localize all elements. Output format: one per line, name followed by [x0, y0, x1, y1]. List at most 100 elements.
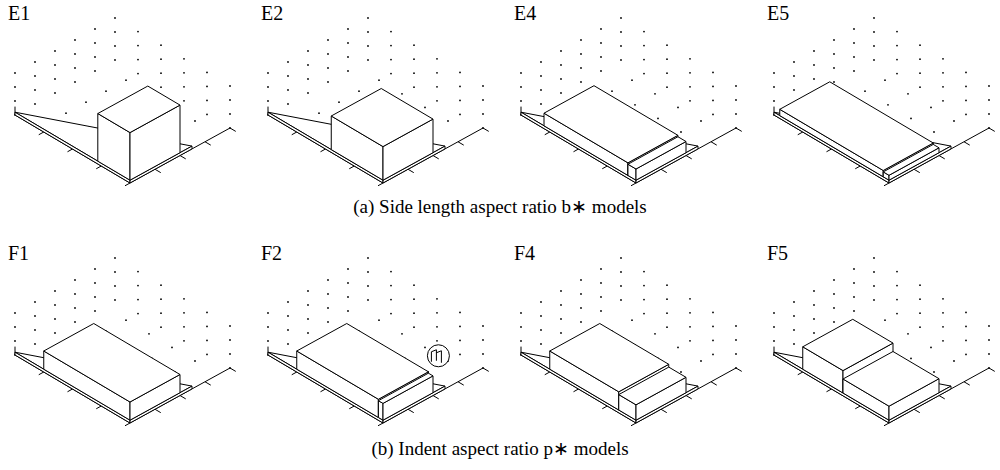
grid-dot	[910, 118, 912, 120]
grid-dot	[14, 312, 16, 314]
grid-dot	[919, 284, 921, 286]
grid-dot	[229, 85, 231, 87]
grid-dot	[773, 340, 775, 342]
grid-dot	[378, 319, 380, 321]
grid-dot	[600, 268, 602, 270]
grid-dot	[942, 326, 944, 328]
grid-dot	[853, 268, 855, 270]
grid-dot	[229, 325, 231, 327]
grid-dot	[34, 301, 36, 303]
axis-tick	[39, 132, 44, 135]
grid-dot	[206, 114, 208, 116]
grid-dot	[887, 104, 889, 106]
grid-dot	[347, 56, 349, 58]
axis-tick	[686, 156, 692, 159]
axis-tick	[321, 149, 326, 152]
grid-dot	[194, 360, 196, 362]
grid-dot	[793, 89, 795, 91]
axis-tick	[884, 183, 889, 186]
grid-dot	[700, 360, 702, 362]
grid-dot	[677, 107, 679, 109]
axis-tick	[855, 166, 860, 169]
grid-dot	[520, 100, 522, 102]
grid-dot	[580, 293, 582, 295]
grid-dot	[813, 290, 815, 292]
grid-dot	[327, 279, 329, 281]
axis-tick	[798, 372, 803, 375]
grid-dot	[34, 329, 36, 331]
grid-dot	[965, 354, 967, 356]
grid-dot	[611, 90, 613, 92]
grid-dot	[54, 64, 56, 66]
grid-dot	[600, 282, 602, 284]
grid-dot	[160, 312, 162, 314]
grid-dot	[643, 45, 645, 47]
grid-dot	[965, 312, 967, 314]
grid-dot	[873, 45, 875, 47]
grid-dot	[793, 343, 795, 345]
grid-dot	[94, 56, 96, 58]
subfigure-caption: (a) Side length aspect ratio b∗ models	[353, 196, 647, 218]
axis-tick	[96, 166, 101, 169]
grid-dot	[643, 73, 645, 75]
grid-dot	[390, 285, 392, 287]
grid-dot	[307, 304, 309, 306]
grid-dot	[183, 298, 185, 300]
grid-dot	[988, 99, 990, 101]
grid-dot	[666, 44, 668, 46]
grid-dot	[560, 290, 562, 292]
zoom-detail	[431, 350, 441, 363]
grid-dot	[183, 340, 185, 342]
grid-dot	[631, 319, 633, 321]
grid-dot	[919, 58, 921, 60]
axis-tick	[964, 382, 970, 385]
grid-dot	[988, 353, 990, 355]
grid-dot	[14, 86, 16, 88]
block-face	[889, 148, 939, 180]
grid-dot	[793, 301, 795, 303]
grid-dot	[424, 347, 426, 349]
grid-dot	[580, 307, 582, 309]
grid-dot	[287, 343, 289, 345]
grid-dot	[125, 319, 127, 321]
model-illustration	[773, 17, 995, 186]
axis-tick	[458, 382, 464, 385]
grid-dot	[643, 31, 645, 33]
grid-dot	[436, 340, 438, 342]
grid-dot	[896, 313, 898, 315]
grid-dot	[560, 318, 562, 320]
axis-tick	[155, 169, 161, 172]
grid-dot	[482, 85, 484, 87]
axis-tick	[602, 406, 607, 409]
grid-dot	[833, 321, 835, 323]
grid-dot	[712, 340, 714, 342]
grid-dot	[600, 28, 602, 30]
grid-dot	[853, 296, 855, 298]
grid-dot	[933, 371, 935, 373]
axis-tick	[321, 389, 326, 392]
grid-dot	[34, 343, 36, 345]
grid-dot	[74, 321, 76, 323]
grid-dot	[436, 100, 438, 102]
grid-dot	[560, 332, 562, 334]
panel-label: E5	[767, 2, 789, 25]
grid-dot	[94, 310, 96, 312]
grid-dot	[137, 299, 139, 301]
grid-dot	[94, 70, 96, 72]
grid-dot	[540, 301, 542, 303]
grid-dot	[54, 78, 56, 80]
panel-label: E2	[261, 2, 283, 25]
grid-dot	[183, 312, 185, 314]
grid-dot	[34, 103, 36, 105]
grid-dot	[884, 319, 886, 321]
grid-dot	[540, 315, 542, 317]
grid-dot	[94, 296, 96, 298]
grid-dot	[896, 59, 898, 61]
grid-dot	[833, 279, 835, 281]
grid-dot	[206, 312, 208, 314]
block-top	[883, 144, 939, 175]
axis-tick	[914, 409, 920, 412]
grid-dot	[793, 61, 795, 63]
grid-dot	[206, 340, 208, 342]
grid-dot	[436, 298, 438, 300]
